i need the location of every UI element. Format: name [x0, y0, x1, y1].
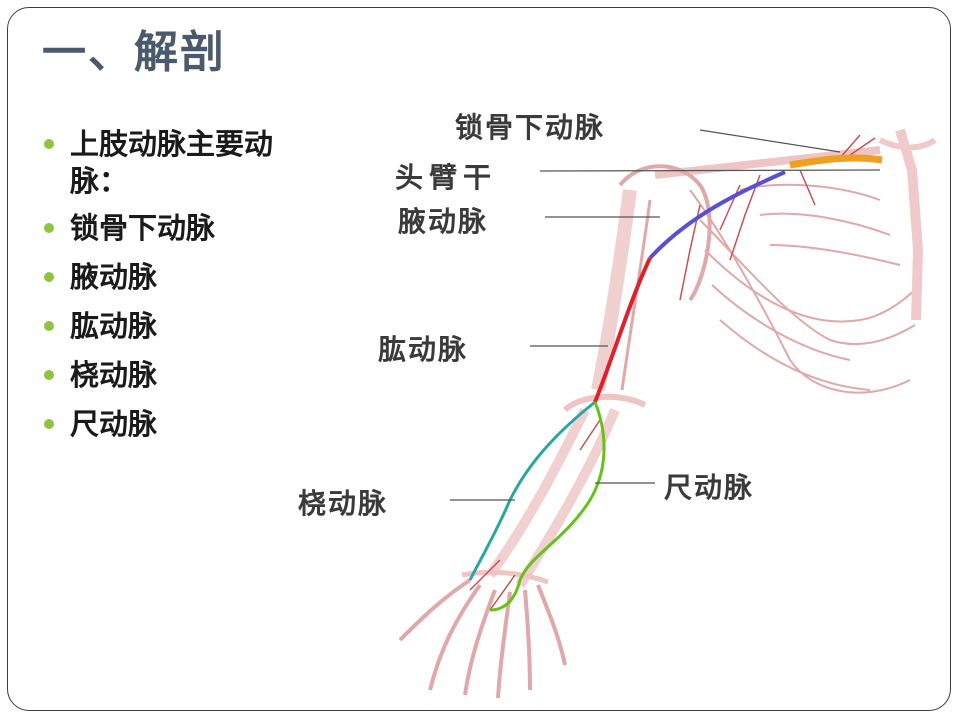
- bullet-item-main-arteries: 上肢动脉主要动脉：: [42, 126, 292, 200]
- label-ulnar-artery: 尺动脉: [664, 471, 755, 504]
- bullet-item-ulnar: 尺动脉: [42, 406, 292, 443]
- bullet-text: 上肢动脉主要动脉：: [70, 127, 274, 198]
- bullet-dot-icon: [44, 370, 54, 380]
- bullet-item-radial: 桡动脉: [42, 357, 292, 394]
- bullet-text: 肱动脉: [70, 309, 158, 343]
- ulnar-artery-path: [489, 401, 606, 612]
- label-subclavian-artery: 锁骨下动脉: [455, 111, 606, 144]
- bullet-item-brachial: 肱动脉: [42, 308, 292, 345]
- bullet-text: 锁骨下动脉: [70, 211, 216, 245]
- small-vessel-branches: [469, 134, 876, 611]
- subclavian-artery-path: [789, 154, 883, 169]
- bullet-dot-icon: [44, 419, 54, 429]
- bullet-dot-icon: [44, 272, 54, 282]
- brachial-artery-path: [593, 257, 652, 403]
- bullet-list: 上肢动脉主要动脉： 锁骨下动脉 腋动脉 肱动脉 桡动脉 尺动脉: [42, 126, 292, 455]
- bullet-item-subclavian: 锁骨下动脉: [42, 210, 292, 247]
- bullet-text: 尺动脉: [70, 407, 158, 441]
- label-radial-artery: 桡动脉: [298, 487, 389, 520]
- arm-artery-illustration: [398, 128, 937, 699]
- bullet-dot-icon: [44, 223, 54, 233]
- label-brachiocephalic-trunk: 头臂干: [395, 161, 498, 194]
- label-leader-lines: [450, 129, 881, 501]
- axillary-artery-path: [648, 170, 786, 260]
- bullet-text: 腋动脉: [70, 260, 158, 294]
- label-axillary-artery: 腋动脉: [398, 205, 489, 238]
- bullet-text: 桡动脉: [70, 358, 158, 392]
- label-brachial-artery: 肱动脉: [378, 333, 469, 366]
- slide-title: 一、解剖: [42, 27, 226, 78]
- bullet-dot-icon: [44, 321, 54, 331]
- bullet-dot-icon: [44, 139, 54, 149]
- bullet-item-axillary: 腋动脉: [42, 259, 292, 296]
- slide-frame: [7, 7, 951, 711]
